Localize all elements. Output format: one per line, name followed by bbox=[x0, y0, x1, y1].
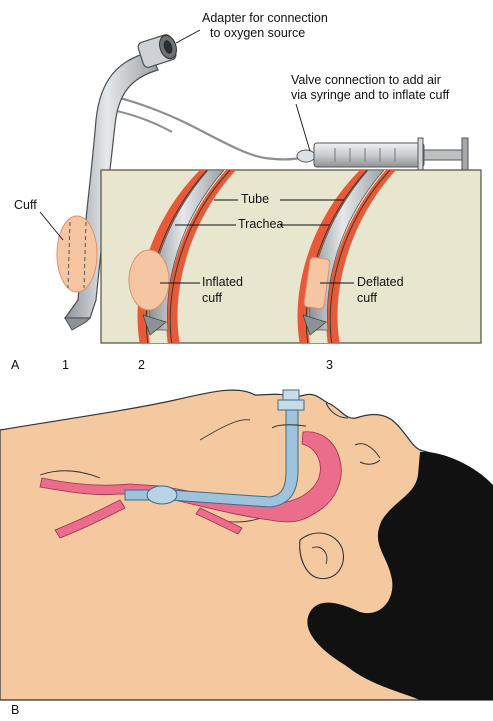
panel-a-number-1: 1 bbox=[62, 358, 69, 373]
inflated-cuff-in-airway bbox=[147, 486, 177, 504]
adapter-label-line1: Adapter for connection bbox=[202, 11, 328, 26]
tube-label: Tube bbox=[241, 192, 269, 207]
syringe bbox=[314, 138, 468, 172]
adapter-label-line2: to oxygen source bbox=[210, 26, 305, 41]
valve-label-line1: Valve connection to add air bbox=[291, 73, 441, 88]
inflated-cuff-label-line2: cuff bbox=[202, 291, 222, 306]
panel-b-letter: B bbox=[11, 703, 19, 718]
valve bbox=[297, 150, 315, 162]
pilot-line bbox=[108, 95, 300, 160]
panel-a-letter: A bbox=[11, 358, 19, 373]
trachea-label: Trachea bbox=[238, 217, 283, 232]
cuff-comparison-inset bbox=[101, 170, 481, 345]
valve-label-line2: via syringe and to inflate cuff bbox=[291, 88, 449, 103]
panel-a-number-3: 3 bbox=[326, 358, 333, 373]
cuff-label: Cuff bbox=[14, 198, 37, 213]
deflated-cuff-label-line2: cuff bbox=[357, 291, 377, 306]
inflated-cuff-label-line1: Inflated bbox=[202, 275, 243, 290]
deflated-cuff-label-line1: Deflated bbox=[357, 275, 404, 290]
adapter bbox=[137, 33, 180, 69]
patient-head-illustration bbox=[0, 390, 493, 700]
cuff-illustration bbox=[57, 216, 97, 292]
panel-a-number-2: 2 bbox=[138, 358, 145, 373]
